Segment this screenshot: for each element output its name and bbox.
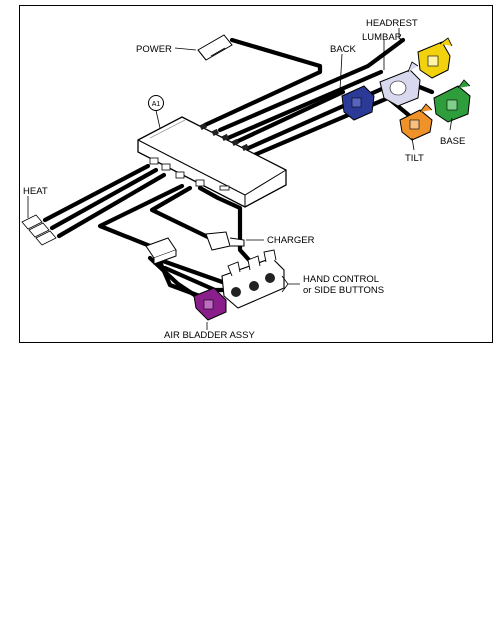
- side-buttons-label: or SIDE BUTTONS: [303, 285, 384, 296]
- control-module: [137, 116, 287, 208]
- lumbar-connector: [379, 61, 421, 107]
- charger-connector: [205, 231, 245, 251]
- headrest-connector: [417, 37, 453, 79]
- lumbar-label: LUMBAR: [362, 32, 402, 43]
- power-label: POWER: [136, 44, 172, 55]
- hand-control-connector: [221, 249, 285, 309]
- air-bladder-label: AIR BLADDER ASSY: [164, 330, 255, 341]
- headrest-label: HEADREST: [366, 18, 418, 29]
- labels: HEADREST LUMBAR BACK POWER BASE TILT HEA…: [23, 18, 465, 341]
- heat-connectors: [21, 214, 57, 246]
- module-id-label: A1: [152, 101, 161, 108]
- back-label: BACK: [330, 44, 357, 55]
- base-connector: [433, 79, 471, 123]
- charger-label: CHARGER: [267, 235, 315, 246]
- tilt-connector: [399, 103, 433, 141]
- module-callout: A1: [148, 95, 164, 129]
- air-bladder-connector: [193, 287, 227, 321]
- base-label: BASE: [440, 136, 465, 147]
- hand-control-label: HAND CONTROL: [303, 274, 379, 285]
- leader-lines: [27, 28, 453, 330]
- back-connector: [341, 85, 375, 121]
- power-connector: [197, 34, 233, 61]
- wire-bundle: [42, 37, 435, 305]
- tilt-label: TILT: [405, 153, 424, 164]
- splitter-box: [145, 237, 177, 265]
- heat-label: HEAT: [23, 186, 48, 197]
